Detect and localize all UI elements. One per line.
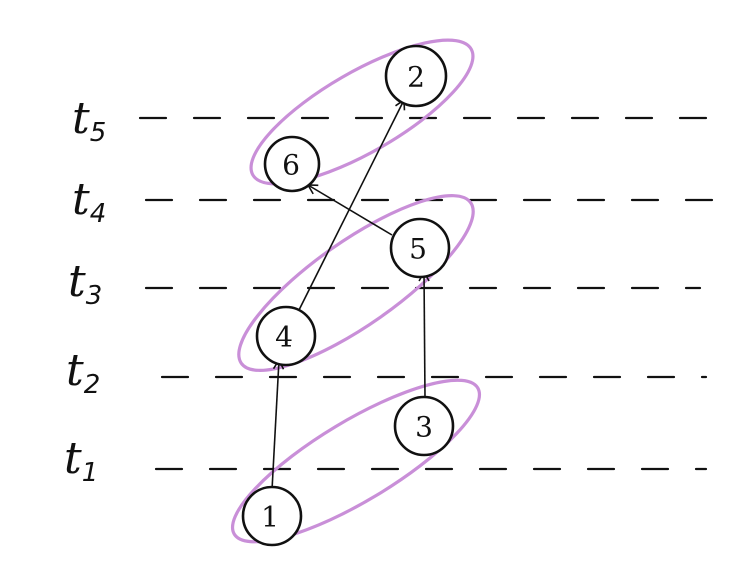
edge-4-to-2 bbox=[295, 98, 406, 317]
node-6-circle bbox=[263, 135, 321, 193]
node-6: 6 bbox=[263, 135, 321, 193]
node-5-circle bbox=[389, 217, 451, 279]
node-2-label: 2 bbox=[407, 61, 425, 94]
time-label-t4-letter: t bbox=[72, 174, 90, 225]
group-ellipse-6-2 bbox=[249, 38, 475, 186]
time-label-t3: t3 bbox=[68, 256, 102, 311]
time-label-t1: t1 bbox=[64, 433, 98, 488]
time-label-t1-letter: t bbox=[64, 433, 82, 484]
node-1: 1 bbox=[241, 485, 303, 547]
edge-3-to-5 bbox=[418, 270, 430, 399]
node-5-label: 5 bbox=[409, 233, 427, 266]
node-3: 3 bbox=[393, 395, 455, 457]
node-2-circle bbox=[384, 44, 448, 108]
time-label-t2: t2 bbox=[66, 345, 100, 400]
time-label-t2-sub: 2 bbox=[84, 370, 101, 400]
node-1-label: 1 bbox=[261, 501, 279, 534]
edge-5-to-6 bbox=[306, 184, 393, 236]
edges bbox=[271, 98, 430, 491]
group-ellipse-4-5 bbox=[237, 194, 475, 372]
nodes: 1 3 4 5 6 2 bbox=[241, 44, 455, 547]
group-ellipse-1-3 bbox=[230, 378, 482, 544]
edge-1-to-4 bbox=[271, 358, 285, 491]
group-ellipses bbox=[230, 38, 482, 544]
node-1-circle bbox=[241, 485, 303, 547]
node-4: 4 bbox=[255, 305, 317, 367]
time-label-t3-sub: 3 bbox=[86, 281, 103, 311]
node-3-circle bbox=[393, 395, 455, 457]
time-label-t5-sub: 5 bbox=[90, 118, 107, 148]
time-label-t4-sub: 4 bbox=[90, 199, 107, 229]
node-4-label: 4 bbox=[275, 321, 293, 354]
time-labels: t5 t4 t3 t2 t1 bbox=[64, 93, 106, 488]
time-label-t1-sub: 1 bbox=[82, 458, 99, 488]
time-label-t3-letter: t bbox=[68, 256, 86, 307]
node-6-label: 6 bbox=[282, 149, 300, 182]
node-5: 5 bbox=[389, 217, 451, 279]
time-label-t2-letter: t bbox=[66, 345, 84, 396]
time-label-t4: t4 bbox=[72, 174, 106, 229]
node-2: 2 bbox=[384, 44, 448, 108]
node-3-label: 3 bbox=[415, 411, 433, 444]
time-label-t5: t5 bbox=[72, 93, 106, 148]
node-4-circle bbox=[255, 305, 317, 367]
time-label-t5-letter: t bbox=[72, 93, 90, 144]
